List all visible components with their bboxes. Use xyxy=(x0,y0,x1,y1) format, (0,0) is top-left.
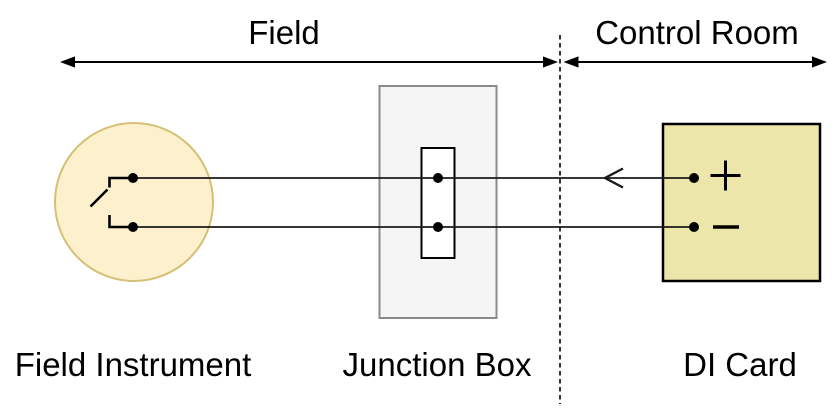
di-card-shape xyxy=(661,122,822,283)
field-instrument-shape xyxy=(54,122,214,282)
signal-direction-arrowhead-icon xyxy=(602,167,624,189)
di-card-label: DI Card xyxy=(683,346,797,383)
switch-contact-symbol xyxy=(89,176,133,229)
arrowhead-right-icon xyxy=(812,56,827,68)
arrowhead-left-icon xyxy=(60,56,75,68)
field-instrument-label: Field Instrument xyxy=(14,346,252,383)
control-room-region-label: Control Room xyxy=(595,14,799,51)
field-region-label: Field xyxy=(248,14,320,51)
instrument-terminal-dot-bottom xyxy=(128,222,138,232)
terminal-strip-shape xyxy=(420,147,456,259)
field-region-arrow xyxy=(60,56,558,68)
junction-terminal-dot-top xyxy=(433,173,443,183)
junction-box-label: Junction Box xyxy=(342,346,532,383)
arrowhead-left-icon xyxy=(563,56,579,68)
di-terminal-dot-positive xyxy=(689,173,699,183)
instrument-terminal-dot-top xyxy=(128,173,138,183)
arrowhead-right-icon xyxy=(543,56,558,68)
junction-terminal-dot-bottom xyxy=(433,222,443,232)
di-terminal-dot-negative xyxy=(689,222,699,232)
control-room-region-arrow xyxy=(563,56,827,68)
plus-terminal-symbol xyxy=(710,160,741,191)
